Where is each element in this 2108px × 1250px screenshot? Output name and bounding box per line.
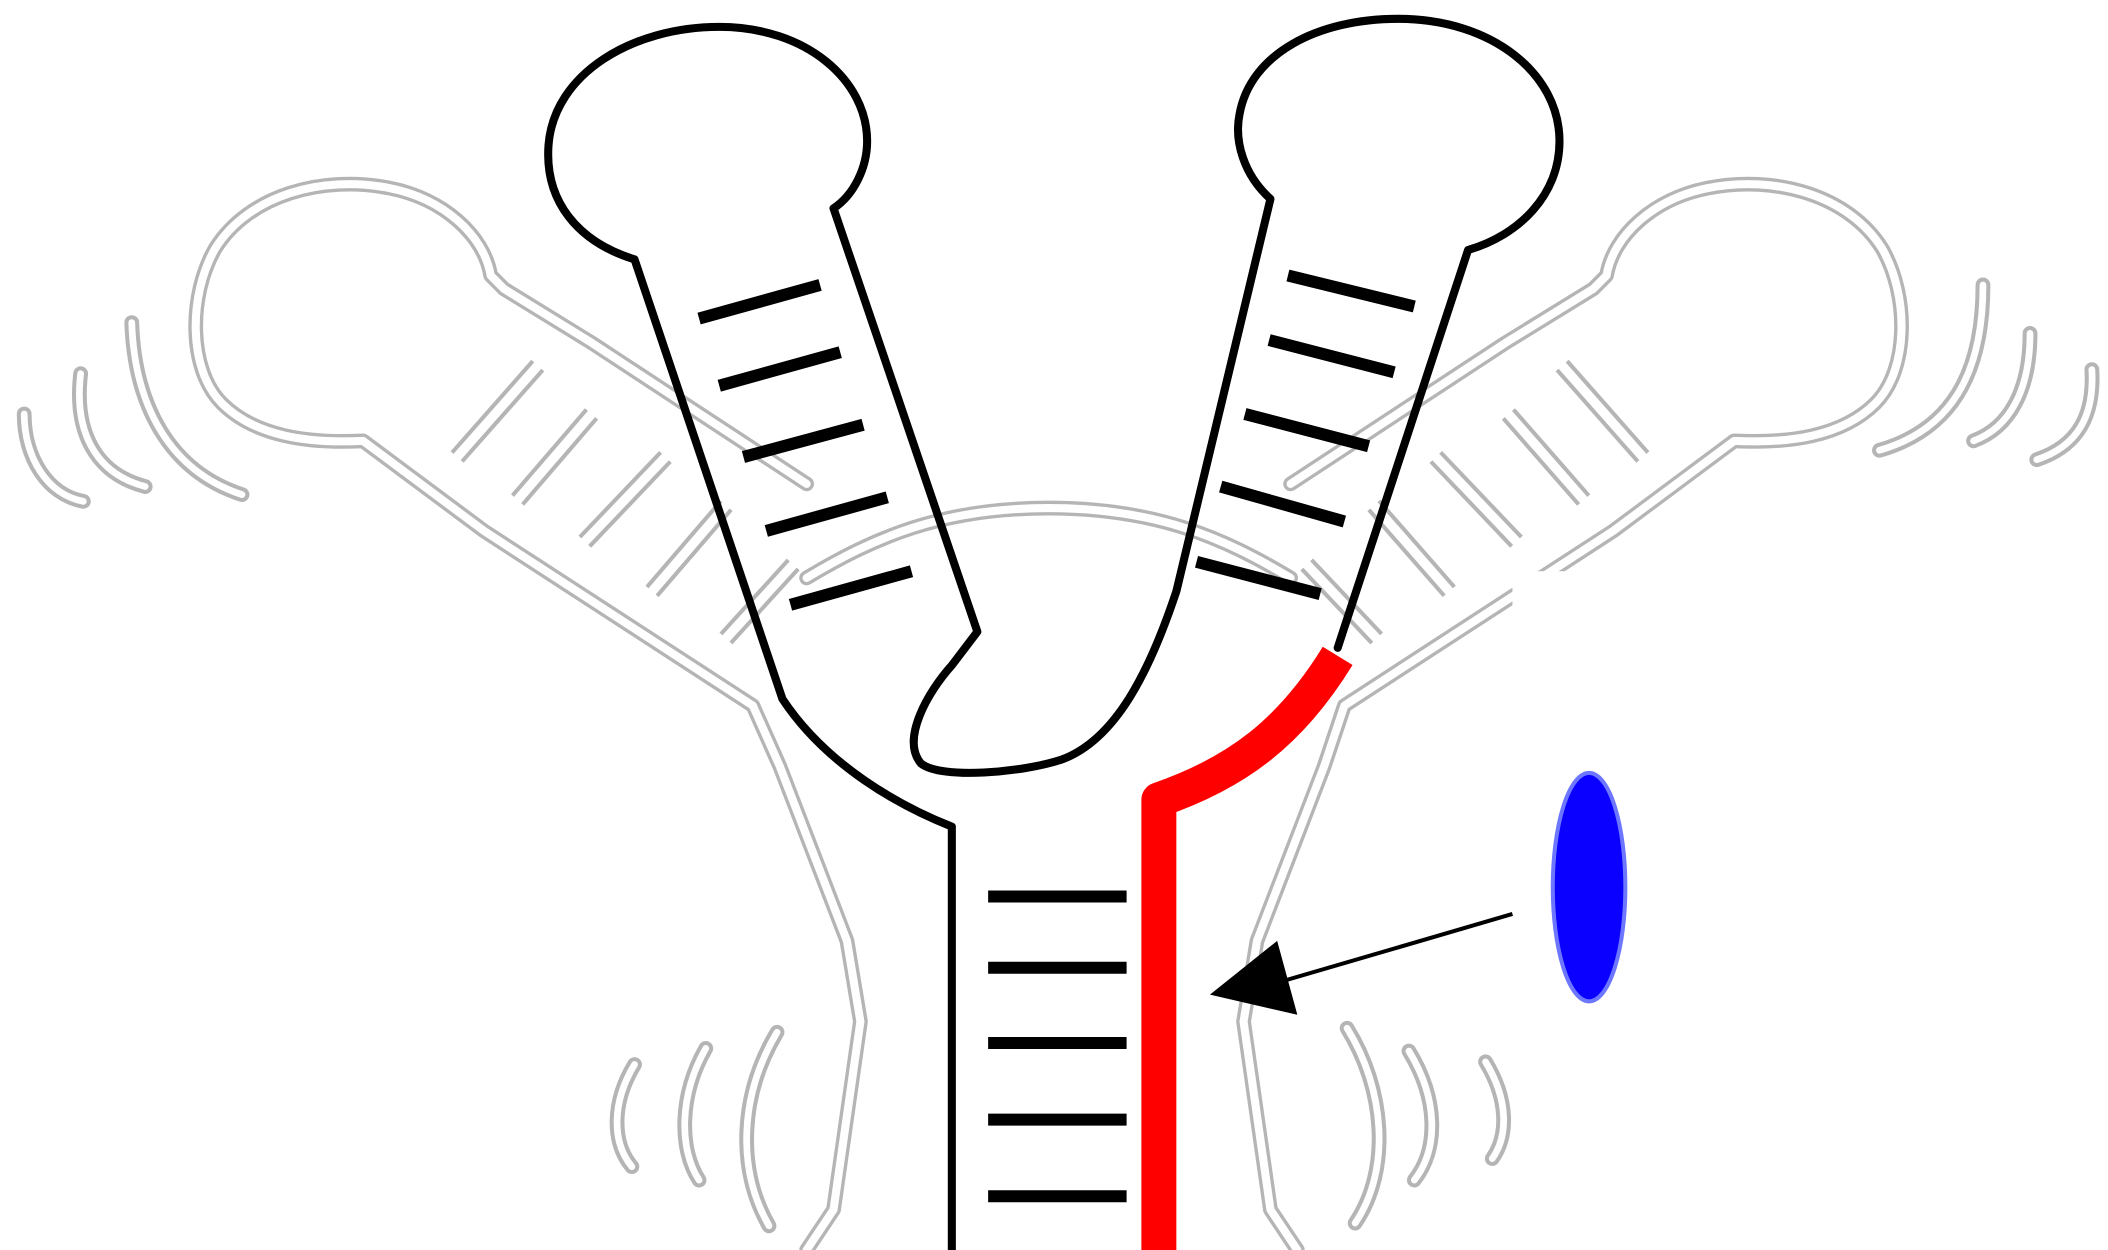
right-rung-4 [1221,487,1345,522]
left-rung-2 [719,352,840,386]
motion-ul-1 [24,414,83,501]
left-rung-1 [699,285,820,319]
ghost-left-rung-1 [457,366,538,457]
ghost-left-rung-4 [652,505,726,591]
ghost-left-hairpin-outline-inner [196,184,861,1250]
ghost-left-rungs [457,366,793,639]
ghost-right-rung-2 [1508,414,1583,500]
ghost-left-rung-2 [518,414,592,500]
motion-ur-3 [2037,370,2092,460]
arrow-shaft [1250,914,1512,991]
ghost-right-rung-3 [1436,457,1517,542]
central-stem-rungs [988,897,1126,1197]
left-rung-3 [743,425,863,457]
ghost-right-rung-4 [1374,505,1449,591]
ghost-right-rung-1 [1562,366,1643,457]
left-rung-4 [766,497,887,531]
ghost-left-hairpin [196,184,861,1250]
ligand-oval [1553,773,1626,1001]
right-rung-2 [1269,340,1394,372]
ghost-left-rung-3 [585,457,666,542]
right-rung-3 [1245,414,1369,446]
right-rung-1 [1288,276,1414,307]
